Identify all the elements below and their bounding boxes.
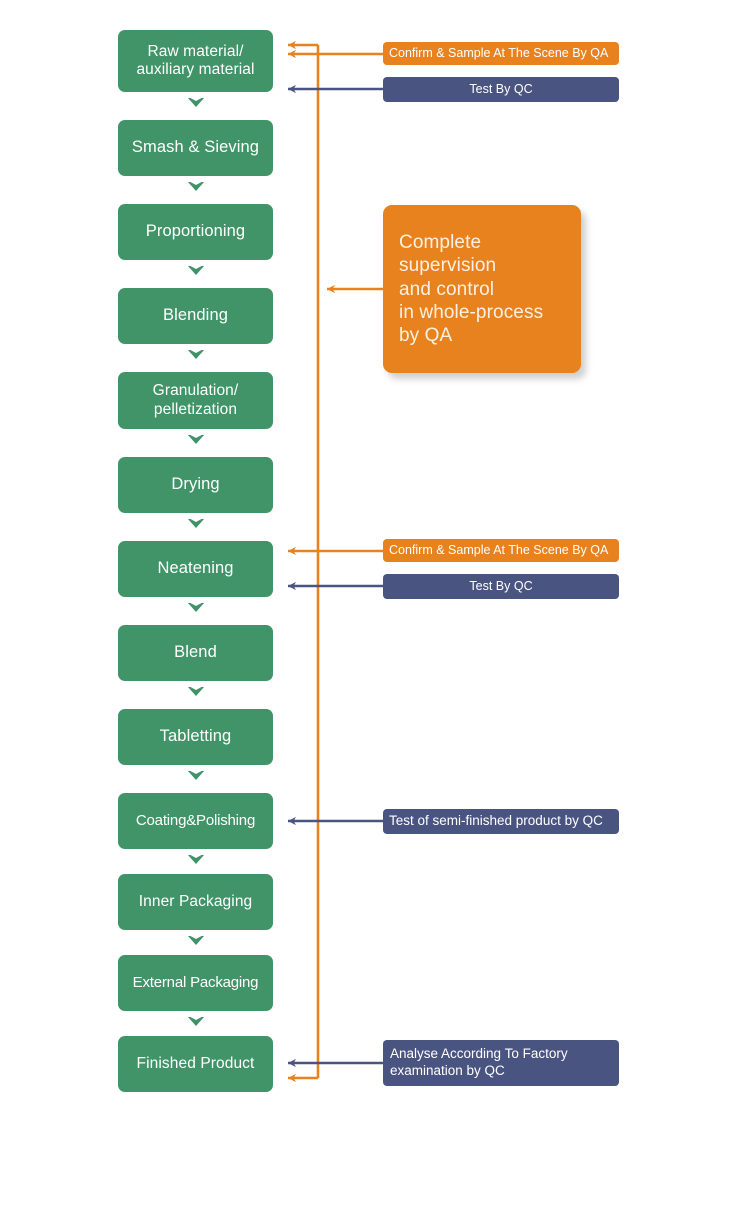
control-label-text: Confirm & Sample At The Scene By QA — [389, 542, 609, 557]
control-label-confirm-sample-neatening[interactable]: Confirm & Sample At The Scene By QA — [383, 539, 619, 562]
process-node-drying[interactable]: Drying — [118, 457, 273, 513]
control-label-test-by-qc-neatening[interactable]: Test By QC — [383, 574, 619, 599]
chevron-down-icon — [187, 854, 205, 866]
process-node-label: External Packaging — [132, 974, 259, 992]
process-node-smash-sieving[interactable]: Smash & Sieving — [118, 120, 273, 176]
process-node-blending[interactable]: Blending — [118, 288, 273, 344]
process-node-tabletting[interactable]: Tabletting — [118, 709, 273, 765]
chevron-down-icon — [187, 770, 205, 782]
process-node-label: Blending — [162, 306, 229, 325]
chevron-down-icon — [187, 97, 205, 109]
control-label-confirm-sample-raw[interactable]: Confirm & Sample At The Scene By QA — [383, 42, 619, 65]
process-node-raw-material[interactable]: Raw material/auxiliary material — [118, 30, 273, 92]
process-node-label: Neatening — [157, 559, 234, 578]
control-label-text: Test of semi-finished product by QC — [389, 813, 603, 829]
chevron-down-icon — [187, 349, 205, 361]
process-node-external-packaging[interactable]: External Packaging — [118, 955, 273, 1011]
process-node-label: Raw material/auxiliary material — [136, 42, 255, 78]
process-node-inner-packaging[interactable]: Inner Packaging — [118, 874, 273, 930]
process-node-proportioning[interactable]: Proportioning — [118, 204, 273, 260]
control-label-semi-finished-test[interactable]: Test of semi-finished product by QC — [383, 809, 619, 834]
chevron-down-icon — [187, 935, 205, 947]
qa-panel-line-4: in whole-process — [399, 302, 544, 324]
qa-panel-line-1: Complete — [399, 232, 482, 253]
chevron-down-icon — [187, 1016, 205, 1028]
process-node-finished-product[interactable]: Finished Product — [118, 1036, 273, 1092]
qa-panel-line-3: and control — [399, 278, 495, 300]
qa-panel-line-5: by QA — [399, 325, 453, 347]
process-node-neatening[interactable]: Neatening — [118, 541, 273, 597]
qa-supervision-spine — [288, 40, 320, 1083]
process-node-label: Inner Packaging — [138, 892, 253, 910]
process-node-label: Tabletting — [159, 727, 232, 746]
process-node-label: Finished Product — [136, 1054, 255, 1072]
process-node-label: Proportioning — [145, 222, 246, 241]
control-label-text: Confirm & Sample At The Scene By QA — [389, 45, 609, 60]
qa-supervision-panel[interactable]: Complete supervision and control in whol… — [383, 205, 581, 373]
process-node-coating-polishing[interactable]: Coating&Polishing — [118, 793, 273, 849]
process-node-label: Granulation/pelletization — [152, 382, 239, 418]
control-label-text: Test By QC — [469, 81, 533, 96]
chevron-down-icon — [187, 181, 205, 193]
control-label-test-by-qc-raw[interactable]: Test By QC — [383, 77, 619, 102]
process-node-granulation[interactable]: Granulation/pelletization — [118, 372, 273, 429]
process-node-label: Drying — [171, 475, 220, 494]
process-node-label: Blend — [174, 643, 217, 662]
chevron-down-icon — [187, 434, 205, 446]
process-node-label: Smash & Sieving — [131, 138, 260, 157]
chevron-down-icon — [187, 686, 205, 698]
process-node-label: Coating&Polishing — [135, 812, 256, 830]
process-node-blend[interactable]: Blend — [118, 625, 273, 681]
control-label-text: Test By QC — [469, 578, 533, 593]
qa-panel-line-2: supervision — [399, 255, 497, 277]
chevron-down-icon — [187, 265, 205, 277]
chevron-down-icon — [187, 518, 205, 530]
chevron-down-icon — [187, 602, 205, 614]
